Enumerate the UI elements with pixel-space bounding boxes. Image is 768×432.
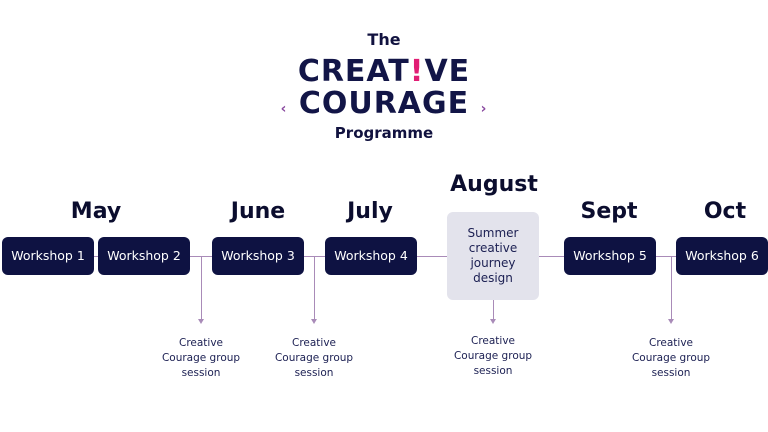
session-arrow-1 (201, 257, 202, 319)
logo-exclamation: ! (409, 54, 425, 89)
month-may: May (70, 199, 122, 224)
summer-journey-design-label: Summer creative journey design (467, 226, 519, 285)
month-june: June (230, 199, 286, 224)
arrowhead-2-icon (311, 319, 317, 324)
logo-courage: ‹ COURAGE › (0, 86, 768, 121)
logo-courage-text: COURAGE (298, 86, 470, 121)
month-august: August (450, 172, 538, 197)
session-arrow-2 (314, 257, 315, 319)
month-sept: Sept (580, 199, 638, 224)
session-arrow-4 (671, 257, 672, 319)
logo-creative-part1: CREAT (297, 54, 410, 89)
logo-creative-part2: VE (424, 54, 471, 89)
right-spark-icon: › (480, 101, 488, 117)
summer-journey-design-box: Summer creative journey design (447, 212, 539, 300)
arrowhead-1-icon (198, 319, 204, 324)
session-note-4: Creative Courage group session (631, 337, 711, 379)
logo-programme: Programme (334, 124, 434, 142)
workshop-5: Workshop 5 (564, 237, 656, 275)
arrowhead-3-icon (490, 319, 496, 324)
workshop-1: Workshop 1 (2, 237, 94, 275)
left-spark-icon: ‹ (280, 101, 288, 117)
workshop-2: Workshop 2 (98, 237, 190, 275)
workshop-3: Workshop 3 (212, 237, 304, 275)
workshop-6: Workshop 6 (676, 237, 768, 275)
session-note-2: Creative Courage group session (274, 337, 354, 379)
month-oct: Oct (703, 199, 747, 224)
session-note-1: Creative Courage group session (161, 337, 241, 379)
month-july: July (347, 199, 393, 224)
logo-the: The (367, 30, 401, 49)
arrowhead-4-icon (668, 319, 674, 324)
session-arrow-3 (493, 300, 494, 319)
workshop-4: Workshop 4 (325, 237, 417, 275)
session-note-3: Creative Courage group session (453, 335, 533, 377)
logo-creative: CREAT!VE (0, 54, 768, 89)
